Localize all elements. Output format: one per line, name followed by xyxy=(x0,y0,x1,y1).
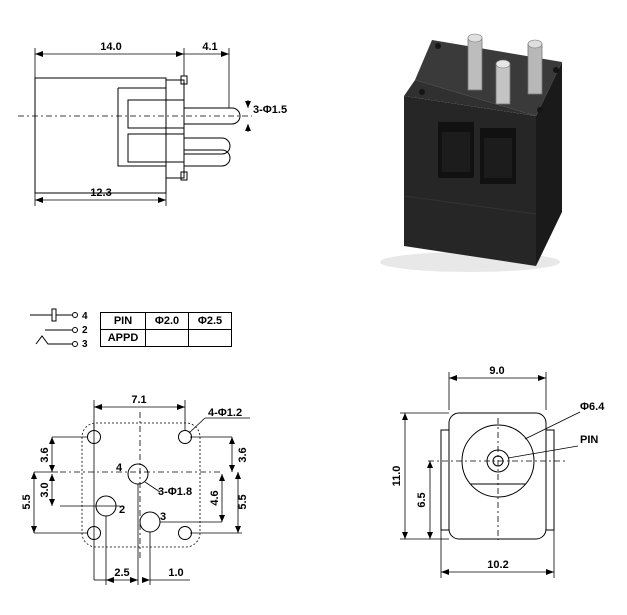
front-pin-label: PIN xyxy=(580,434,598,446)
jack-top-face xyxy=(415,40,562,116)
pcb-footprint-outline xyxy=(81,422,201,548)
photo-pin-right xyxy=(527,43,543,95)
pin-table-header-row: PIN Φ2.0 Φ2.5 xyxy=(100,312,232,330)
side-pin-low xyxy=(184,149,231,167)
schematic-pin-4: 4 xyxy=(82,311,88,322)
pin-diameter-callout: 3-Φ1.5 xyxy=(253,104,287,116)
dim-left-outer: 5.5 xyxy=(21,494,33,509)
jack-side-face xyxy=(536,62,562,266)
dim-right-upper: 3.6 xyxy=(237,447,249,462)
mount-hole-br xyxy=(178,526,192,540)
dim-front-height: 11.0 xyxy=(391,466,403,487)
pin-table-row-label: APPD xyxy=(100,329,146,347)
dim-left-upper: 3.6 xyxy=(39,447,51,462)
dim-front-width: 9.0 xyxy=(489,365,504,377)
product-photo xyxy=(380,33,562,272)
dim-left-inner: 3.0 xyxy=(39,482,51,497)
pin-table-row: APPD xyxy=(100,329,232,347)
pin-table-header-pin: PIN xyxy=(100,312,146,330)
dim-mount-spacing: 7.1 xyxy=(131,394,146,406)
dim-pin-projection: 4.1 xyxy=(202,41,217,53)
pin-hole-callout: 3-Φ1.8 xyxy=(158,486,192,498)
pin-table-cell xyxy=(145,329,189,347)
side-pin-mid xyxy=(184,137,231,155)
jack-front-face xyxy=(404,96,536,266)
pin-table: PIN Φ2.0 Φ2.5 APPD xyxy=(100,312,232,347)
pin-hole-4 xyxy=(127,463,149,485)
dim-overall-length: 14.0 xyxy=(100,41,121,53)
side-flange xyxy=(165,79,185,179)
photo-pin-center xyxy=(495,63,511,105)
dim-base-width: 10.2 xyxy=(487,559,508,571)
dim-right-inner: 4.6 xyxy=(209,490,221,505)
side-pin-top xyxy=(184,107,241,125)
dim-bottom-left: 2.5 xyxy=(114,567,129,579)
dim-body-length: 12.3 xyxy=(90,187,111,199)
mount-hole-callout: 4-Φ1.2 xyxy=(208,407,242,419)
schematic-pin-2: 2 xyxy=(82,325,88,336)
schematic-pin-3: 3 xyxy=(82,339,88,350)
side-view: 14.0 4.1 12.3 3-Φ1.5 xyxy=(18,41,287,206)
photo-pin-left xyxy=(467,37,483,91)
dim-center-height: 6.5 xyxy=(416,492,428,507)
pcb-pin-label-3: 3 xyxy=(160,511,166,523)
pin-table-header-d20: Φ2.0 xyxy=(145,312,189,330)
pcb-layout: 4 2 3 7.1 4-Φ1.2 3-Φ1.8 3.6 3.0 5.5 xyxy=(21,394,250,585)
dim-right-outer: 5.5 xyxy=(237,494,249,509)
dim-bottom-right: 1.0 xyxy=(168,567,183,579)
side-body-outline xyxy=(34,77,167,194)
schematic-symbol: 4 2 3 xyxy=(30,308,88,350)
front-body-outline xyxy=(448,412,547,540)
pcb-pin-label-2: 2 xyxy=(119,504,125,516)
pin-table-header-d25: Φ2.5 xyxy=(188,312,232,330)
pin-hole-3 xyxy=(139,511,161,533)
pin-table-cell xyxy=(188,329,232,347)
bore-diameter-callout: Φ6.4 xyxy=(580,401,605,413)
pcb-pin-label-4: 4 xyxy=(116,462,123,474)
front-view: 9.0 11.0 6.5 10.2 Φ6.4 PIN xyxy=(391,365,605,578)
